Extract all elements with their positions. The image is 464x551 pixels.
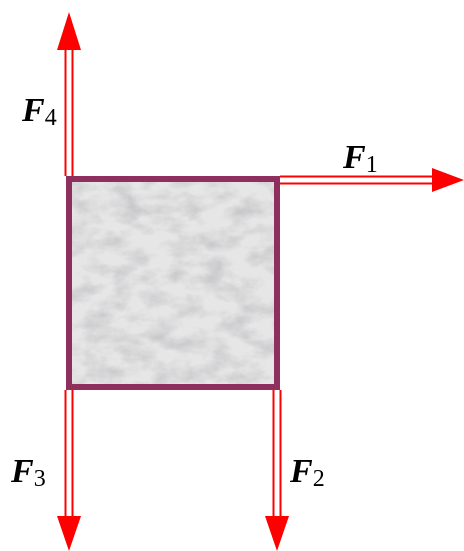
- force-subscript: 1: [365, 152, 378, 178]
- block: [66, 176, 280, 390]
- block-border: [66, 176, 280, 390]
- force-f1-arrow: [280, 168, 464, 192]
- force-symbol: F: [11, 453, 34, 490]
- force-symbol: F: [343, 139, 366, 176]
- force-label-f2: F2: [290, 453, 325, 492]
- force-f2-arrow: [265, 390, 289, 551]
- force-f4-arrow: [57, 12, 81, 176]
- force-f3-arrow: [57, 390, 81, 551]
- block-texture: [69, 179, 277, 387]
- force-symbol: F: [290, 453, 313, 490]
- force-label-f3: F3: [11, 453, 46, 492]
- force-label-f4: F4: [22, 92, 57, 131]
- force-subscript: 2: [312, 466, 325, 492]
- force-symbol: F: [22, 92, 45, 129]
- force-label-f1: F1: [343, 139, 378, 178]
- force-subscript: 3: [33, 466, 46, 492]
- force-subscript: 4: [44, 105, 57, 131]
